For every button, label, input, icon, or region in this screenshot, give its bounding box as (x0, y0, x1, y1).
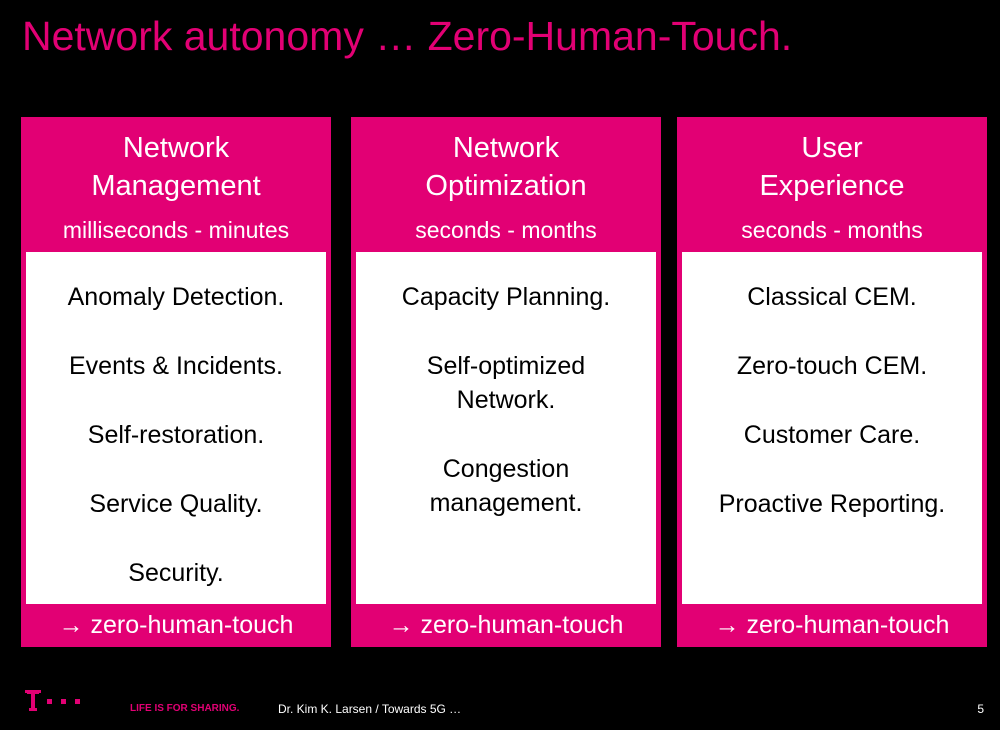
list-item: Events & Incidents. (68, 352, 283, 380)
item-list: Anomaly Detection. Events & Incidents. S… (26, 280, 326, 590)
column-network-management: Network Management milliseconds - minute… (21, 117, 331, 647)
list-item: Classical CEM. (747, 283, 917, 311)
column-timescale: seconds - months (415, 217, 597, 243)
column-header: Network Management milliseconds - minute… (21, 117, 331, 251)
column-body: Classical CEM. Zero-touch CEM. Customer … (682, 252, 982, 604)
column-timescale: milliseconds - minutes (62, 217, 290, 243)
list-item: Customer Care. (743, 421, 921, 449)
column-header: Network Optimization seconds - months (351, 117, 661, 251)
list-item: Service Quality. (89, 490, 263, 518)
telekom-t-logo-icon (25, 690, 95, 716)
column-title: User Experience (759, 132, 905, 202)
list-item: Capacity Planning. (401, 283, 611, 311)
column-title: Network Optimization (425, 132, 587, 202)
column-body: Anomaly Detection. Events & Incidents. S… (26, 252, 326, 604)
column-title: Network Management (91, 132, 261, 202)
columns-container: Network Management milliseconds - minute… (0, 117, 1000, 647)
column-timescale: seconds - months (741, 217, 923, 243)
list-item: Anomaly Detection. (67, 283, 285, 311)
list-item: Self-optimized Network. (426, 352, 586, 414)
list-item: Security. (128, 559, 224, 587)
column-header: User Experience seconds - months (677, 117, 987, 251)
column-footer: → zero-human-touch (388, 611, 624, 639)
page-number: 5 (977, 702, 984, 716)
item-list: Capacity Planning. Self-optimized Networ… (356, 280, 656, 520)
column-user-experience: User Experience seconds - months Classic… (677, 117, 987, 647)
list-item: Congestion management. (429, 455, 583, 517)
column-footer: → zero-human-touch (58, 611, 294, 639)
list-item: Self-restoration. (87, 421, 265, 449)
list-item: Proactive Reporting. (718, 490, 946, 518)
column-network-optimization: Network Optimization seconds - months Ca… (351, 117, 661, 647)
column-footer: → zero-human-touch (714, 611, 950, 639)
column-body: Capacity Planning. Self-optimized Networ… (356, 252, 656, 604)
slide-title: Network autonomy … Zero-Human-Touch. (22, 13, 793, 59)
author-line: Dr. Kim K. Larsen / Towards 5G … (278, 702, 462, 716)
item-list: Classical CEM. Zero-touch CEM. Customer … (682, 280, 982, 521)
slide-footer: LIFE IS FOR SHARING. Dr. Kim K. Larsen /… (0, 684, 1000, 730)
slogan: LIFE IS FOR SHARING. (130, 703, 240, 714)
list-item: Zero-touch CEM. (736, 352, 928, 380)
